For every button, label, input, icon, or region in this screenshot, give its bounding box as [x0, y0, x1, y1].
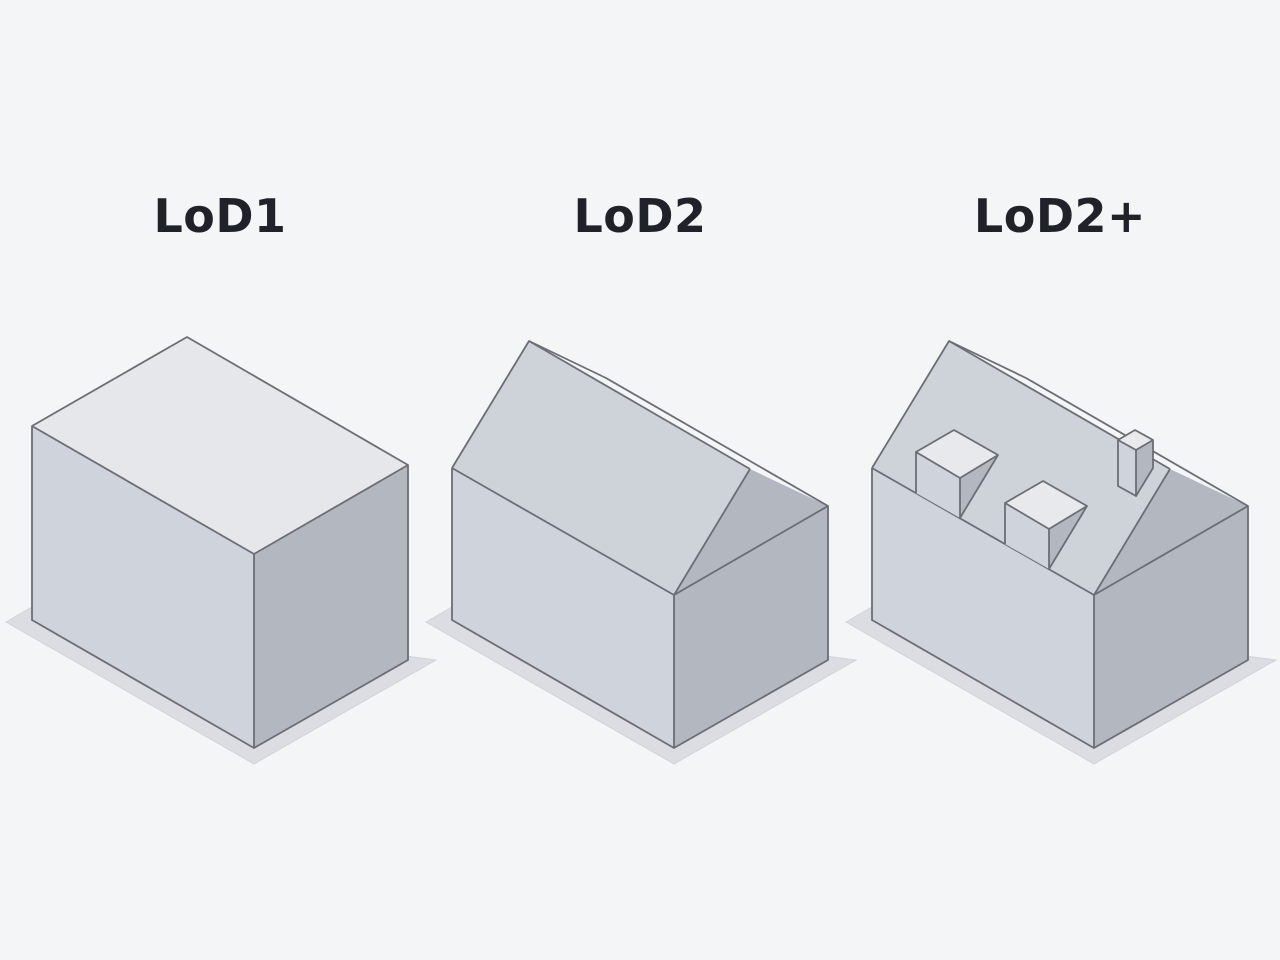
lod2plus-title: LoD2+	[973, 189, 1147, 243]
lod2-roof-slope	[452, 341, 750, 595]
lod2plus-dormer-left	[915, 429, 999, 519]
lod2plus-gable-end	[1094, 469, 1248, 595]
lod1-title: LoD1	[153, 189, 287, 243]
lod2plus-dormer-right	[1004, 480, 1088, 570]
lod2-gable-end	[674, 469, 828, 595]
lod2plus-roof-slope	[872, 341, 1170, 595]
lod1-front-face	[32, 426, 254, 748]
lod2plus-side-wall	[1094, 506, 1248, 748]
lod2plus-front-wall	[872, 468, 1094, 748]
lod1-side-face	[254, 465, 408, 748]
lod2plus-chimney	[1117, 429, 1154, 497]
lod2plus-building	[844, 340, 1278, 765]
lod1-flat-roof	[32, 337, 408, 554]
lod1-edges	[31, 336, 409, 749]
lod2-building	[424, 340, 858, 765]
lod2-edges	[451, 340, 829, 749]
lod1-building	[4, 336, 438, 765]
lod2-side-wall	[674, 506, 828, 748]
lod2-title: LoD2	[573, 189, 707, 243]
lod2-front-wall	[452, 468, 674, 748]
